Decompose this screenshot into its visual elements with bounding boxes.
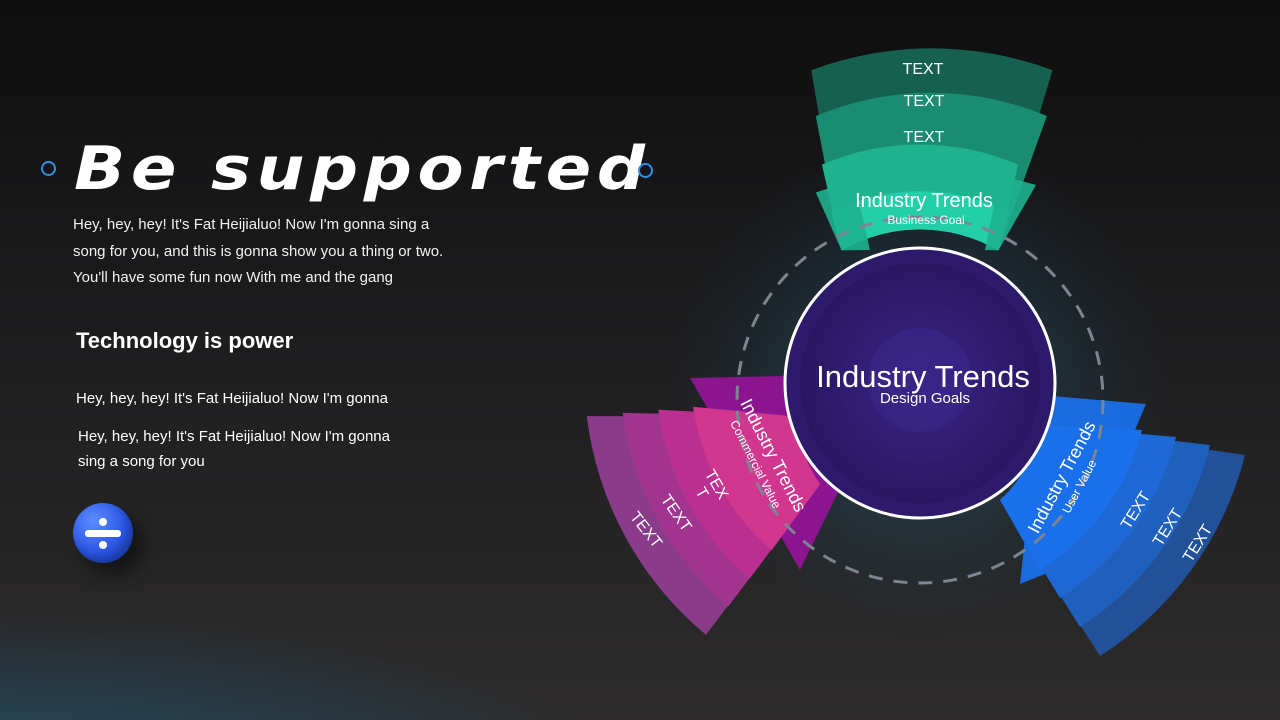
- title-row: Be supported: [38, 132, 668, 206]
- page-title: Be supported: [74, 134, 651, 204]
- top-band-label-outer: TEXT: [903, 61, 944, 78]
- section-heading: Technology is power: [76, 328, 294, 353]
- section-line-1: Hey, hey, hey! It's Fat Heijialuo! Now I…: [76, 390, 388, 407]
- divide-button[interactable]: [73, 503, 133, 563]
- intro-text: Hey, hey, hey! It's Fat Heijialuo! Now I…: [73, 216, 444, 286]
- top-sector-title: Industry Trends: [855, 190, 993, 212]
- divide-icon-dot-bottom: [99, 541, 107, 549]
- center-node[interactable]: [783, 246, 1057, 520]
- top-band-label-inner: TEXT: [904, 129, 945, 146]
- sector-user-value[interactable]: [1000, 395, 1245, 656]
- center-subtitle: Design Goals: [880, 390, 970, 407]
- section-line-2: Hey, hey, hey! It's Fat Heijialuo! Now I…: [78, 428, 390, 470]
- ring-dot-icon: [41, 161, 56, 176]
- sector-commercial-value[interactable]: [586, 376, 845, 635]
- divide-icon-dot-top: [99, 518, 107, 526]
- ring-dot-icon: [638, 163, 653, 178]
- divide-icon: [85, 530, 121, 537]
- center-title: Industry Trends: [816, 359, 1030, 394]
- top-band-label-middle: TEXT: [904, 93, 945, 110]
- top-sector-subtitle: Business Goal: [887, 213, 964, 227]
- dashed-orbit: [735, 215, 1105, 585]
